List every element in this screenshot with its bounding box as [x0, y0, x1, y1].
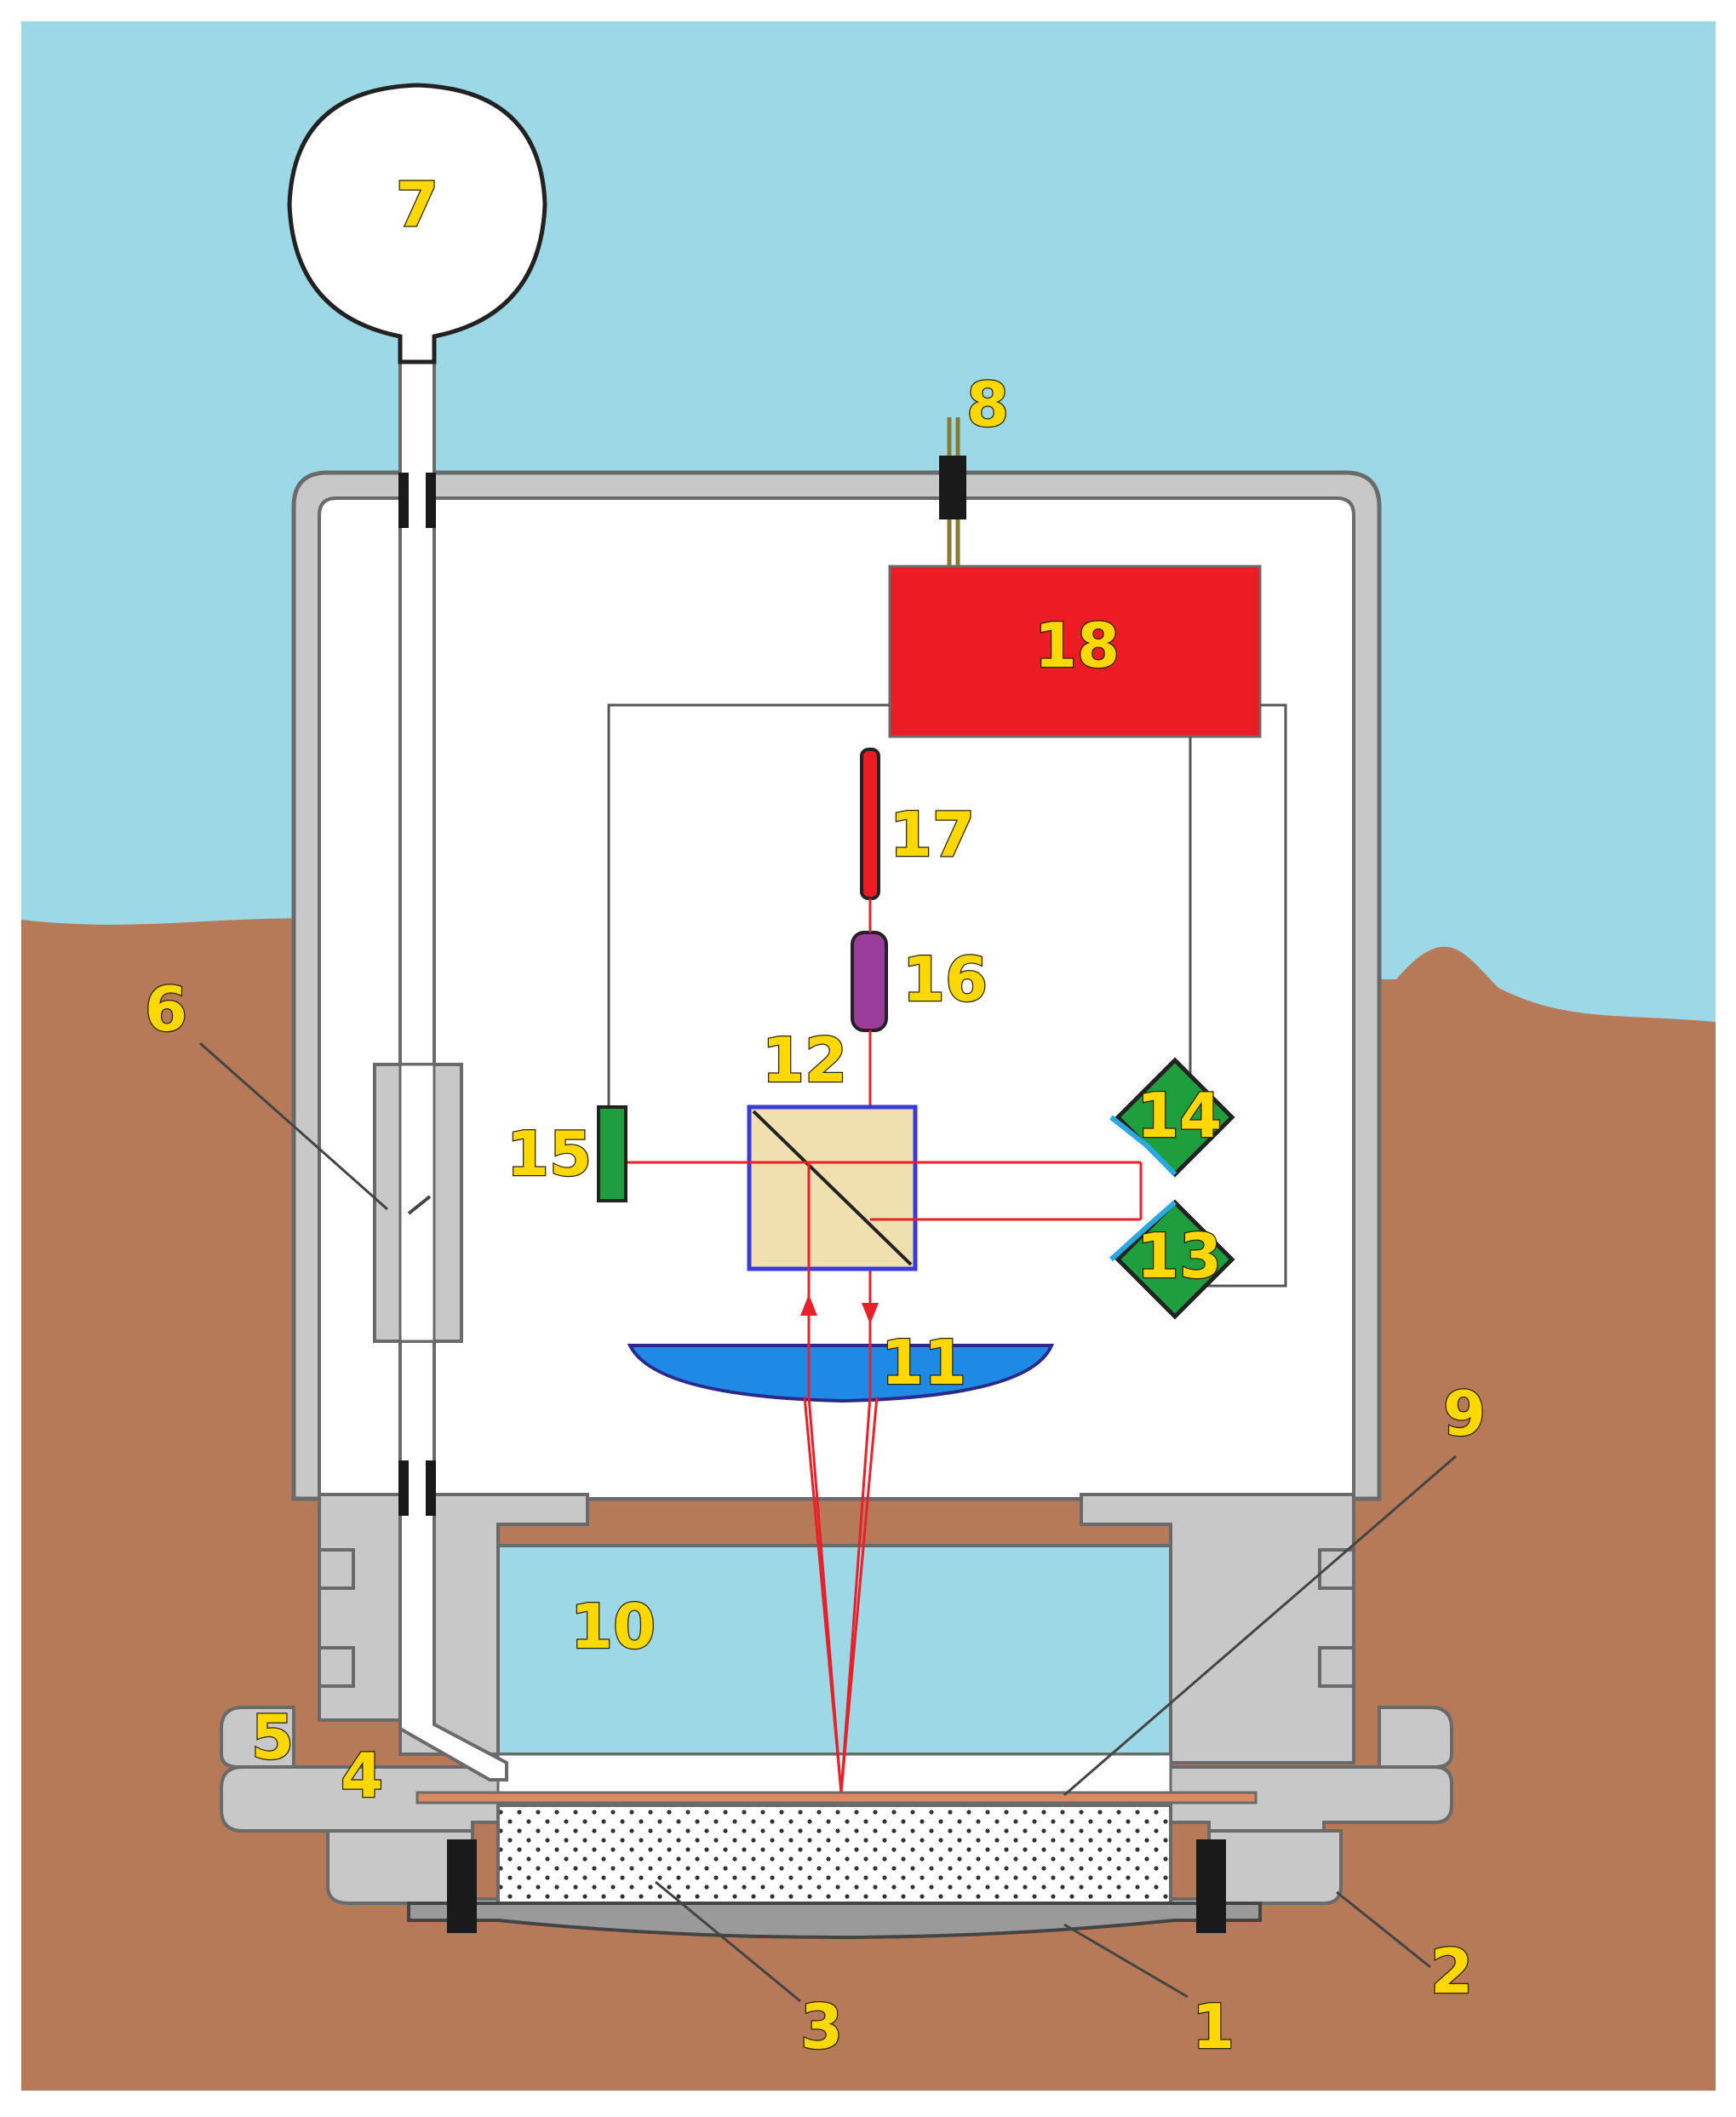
base-plate	[326, 1829, 1343, 1905]
lower-housing-right	[1080, 1493, 1355, 1764]
housing-interior	[318, 496, 1355, 1500]
detector-15	[597, 1105, 627, 1202]
mirror-14	[1109, 1115, 1177, 1177]
valve-flap	[407, 1195, 432, 1215]
arrowhead-up	[800, 1294, 817, 1316]
beam-focus-outer-r	[839, 1396, 879, 1793]
wire-to-15	[607, 703, 890, 1111]
leader-2	[1336, 1890, 1431, 1969]
tube-segment	[426, 473, 436, 528]
label-8: 8	[966, 369, 1009, 440]
label-11: 11	[881, 1327, 966, 1398]
arrowhead-down	[862, 1303, 879, 1324]
label-9: 9	[1443, 1378, 1486, 1449]
beam-focus-outer-l	[803, 1396, 843, 1793]
bulb-7	[287, 83, 547, 364]
leader-9	[1063, 1454, 1457, 1797]
electronics-18	[888, 565, 1262, 738]
beam-splitter-diagonal	[752, 1110, 913, 1266]
leader-1	[1063, 1923, 1189, 1999]
notch	[318, 1548, 355, 1590]
label-16: 16	[902, 944, 988, 1015]
label-10: 10	[570, 1591, 656, 1662]
label-5: 5	[251, 1701, 294, 1773]
membrane-9	[415, 1791, 1258, 1804]
tube-segment	[398, 1460, 409, 1516]
bolt-left	[447, 1839, 477, 1933]
label-7: 7	[396, 169, 438, 240]
detector-13	[1114, 1199, 1235, 1320]
label-1: 1	[1192, 1991, 1235, 2062]
label-13: 13	[1137, 1220, 1222, 1292]
flange-right	[1378, 1706, 1453, 1769]
label-18: 18	[1034, 610, 1120, 681]
leader-6	[199, 1041, 388, 1211]
mirror-13	[1109, 1200, 1177, 1262]
label-17: 17	[890, 799, 975, 870]
label-14: 14	[1137, 1080, 1222, 1151]
connector-8	[939, 456, 966, 519]
tube-outer	[398, 356, 508, 1781]
valve-channel	[398, 1063, 436, 1343]
bottom-plate-1	[407, 1902, 1262, 1939]
label-12: 12	[762, 1024, 847, 1096]
lens-11	[627, 1344, 1055, 1403]
bolt-right	[1196, 1839, 1226, 1933]
sample-3	[496, 1804, 1172, 1905]
label-15: 15	[507, 1118, 592, 1190]
tube-segment	[398, 473, 409, 528]
tube-segment	[426, 1460, 436, 1516]
notch	[1318, 1646, 1355, 1688]
leader-3	[655, 1880, 801, 2003]
wire-to-13	[1175, 703, 1287, 1288]
label-6: 6	[145, 973, 187, 1045]
laser-17	[860, 748, 880, 900]
label-2: 2	[1430, 1936, 1473, 2007]
label-4: 4	[341, 1740, 383, 1811]
filter-16	[851, 931, 888, 1032]
notch	[318, 1646, 355, 1688]
label-3: 3	[800, 1991, 843, 2062]
